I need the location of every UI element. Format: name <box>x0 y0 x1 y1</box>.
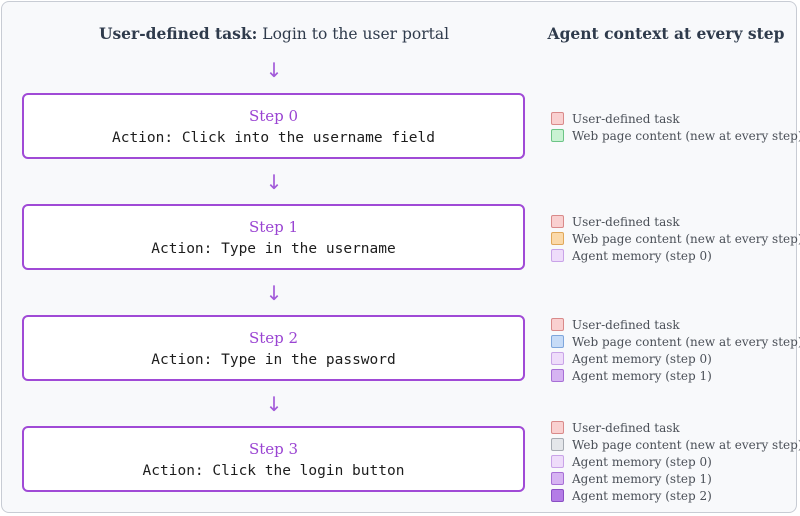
legend-item: User-defined task <box>551 316 796 333</box>
step-action: Action: Type in the password <box>151 352 396 368</box>
flow-arrow-2: ↓ <box>265 281 283 305</box>
legend-swatch <box>551 335 564 348</box>
step-label: Step 3 <box>248 440 299 458</box>
legend-item: Agent memory (step 1) <box>551 367 796 384</box>
legend-item: User-defined task <box>551 213 796 230</box>
legend-item: Web page content (new at every step) <box>551 127 800 144</box>
flow-arrow-1: ↓ <box>265 170 283 194</box>
legend-label: User-defined task <box>572 420 680 435</box>
legend-label: Web page content (new at every step) <box>572 334 800 349</box>
legend-label: User-defined task <box>572 111 680 126</box>
legend-swatch <box>551 455 564 468</box>
legend-item: User-defined task <box>551 419 796 436</box>
legend-item: Web page content (new at every step) <box>551 230 800 247</box>
step-action: Action: Type in the username <box>151 241 396 257</box>
legend-swatch <box>551 438 564 451</box>
legend-item: Web page content (new at every step) <box>551 333 800 350</box>
legend-item: Agent memory (step 2) <box>551 487 796 504</box>
task-title-text: Login to the user portal <box>257 25 450 43</box>
task-title: User-defined task: Login to the user por… <box>22 24 526 43</box>
legend-label: Agent memory (step 2) <box>572 488 712 503</box>
legend-label: Agent memory (step 0) <box>572 351 712 366</box>
step-box-2: Step 2 Action: Type in the password <box>22 315 525 381</box>
legend-swatch <box>551 249 564 262</box>
legend-label: Agent memory (step 0) <box>572 248 712 263</box>
step-label: Step 2 <box>248 329 299 347</box>
step-label: Step 1 <box>248 218 299 236</box>
legend-swatch <box>551 129 564 142</box>
legend-item: Agent memory (step 0) <box>551 350 796 367</box>
step-box-3: Step 3 Action: Click the login button <box>22 426 525 492</box>
legend-item: Agent memory (step 0) <box>551 453 796 470</box>
legend-label: Web page content (new at every step) <box>572 128 800 143</box>
legend-swatch <box>551 215 564 228</box>
step-action: Action: Click into the username field <box>111 130 435 146</box>
legend-label: Agent memory (step 1) <box>572 471 712 486</box>
legend-item: User-defined task <box>551 110 796 127</box>
legend-swatch <box>551 232 564 245</box>
legend-swatch <box>551 112 564 125</box>
step-box-0: Step 0 Action: Click into the username f… <box>22 93 525 159</box>
flow-arrow-0: ↓ <box>265 58 283 82</box>
legend-swatch <box>551 369 564 382</box>
legend-label: Web page content (new at every step) <box>572 231 800 246</box>
legend-label: Agent memory (step 0) <box>572 454 712 469</box>
task-title-prefix: User-defined task: <box>98 24 258 43</box>
legend-swatch <box>551 489 564 502</box>
legend-label: Web page content (new at every step) <box>572 437 800 452</box>
legend-swatch <box>551 421 564 434</box>
step-label: Step 0 <box>248 107 299 125</box>
step-box-1: Step 1 Action: Type in the username <box>22 204 525 270</box>
legend-swatch <box>551 472 564 485</box>
legend-swatch <box>551 352 564 365</box>
legend-swatch <box>551 318 564 331</box>
legend-label: Agent memory (step 1) <box>572 368 712 383</box>
legend-item: Agent memory (step 1) <box>551 470 796 487</box>
flow-arrow-3: ↓ <box>265 392 283 416</box>
legend-item: Agent memory (step 0) <box>551 247 796 264</box>
legend-label: User-defined task <box>572 317 680 332</box>
step-action: Action: Click the login button <box>142 463 405 479</box>
context-title: Agent context at every step <box>547 24 785 43</box>
legend-item: Web page content (new at every step) <box>551 436 800 453</box>
legend-label: User-defined task <box>572 214 680 229</box>
